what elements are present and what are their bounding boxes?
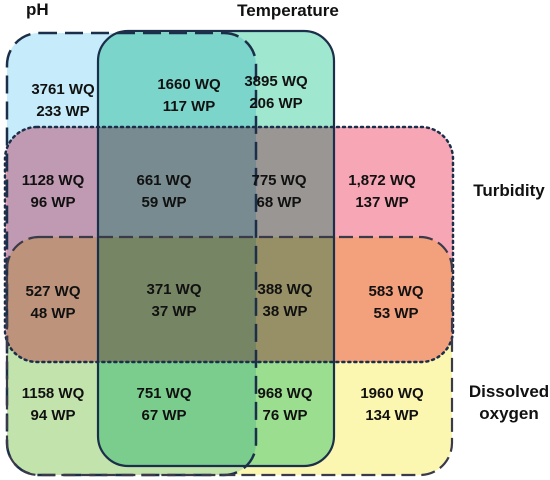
cell-wq-count: 1158 WQ — [22, 385, 85, 402]
cell-wp-count: 37 WP — [151, 303, 196, 320]
cell-wq-count: 3761 WQ — [31, 81, 95, 98]
cell-wp-count: 117 WP — [163, 98, 216, 115]
set-fills — [5, 31, 453, 475]
cell-wq-count: 371 WQ — [146, 281, 201, 298]
cell-wq-count: 583 WQ — [368, 283, 423, 300]
temperature-set-outline — [96, 29, 336, 468]
ph-set-label: pH — [26, 0, 49, 19]
cell-wq-count: 751 WQ — [136, 385, 191, 402]
cell-wp-count: 68 WP — [256, 194, 301, 211]
cell-wp-count: 53 WP — [373, 305, 418, 322]
cell-wq-count: 661 WQ — [136, 172, 191, 189]
cell-wq-count: 775 WQ — [251, 172, 306, 189]
dissolved-oxygen-set-label-line1: Dissolved — [469, 382, 549, 401]
cell-wp-count: 233 WP — [36, 103, 89, 120]
cell-wq-count: 388 WQ — [257, 281, 312, 298]
cell-wp-count: 76 WP — [262, 407, 307, 424]
dissolved-oxygen-set-label-line2: oxygen — [479, 404, 539, 423]
temperature-set-label: Temperature — [237, 1, 339, 20]
turbidity-set-outline — [3, 125, 455, 364]
cell-wp-count: 38 WP — [262, 303, 307, 320]
cell-wq-count: 1128 WQ — [22, 172, 85, 189]
cell-wq-count: 3895 WQ — [244, 73, 308, 90]
cell-wq-count: 1960 WQ — [360, 385, 424, 402]
cell-wp-count: 134 WP — [365, 407, 418, 424]
cell-wp-count: 137 WP — [355, 194, 408, 211]
cell-wq-count: 1,872 WQ — [348, 172, 416, 189]
cell-wp-count: 59 WP — [141, 194, 186, 211]
cell-wq-count: 527 WQ — [25, 283, 80, 300]
cell-wp-count: 96 WP — [30, 194, 75, 211]
cell-wq-count: 968 WQ — [257, 385, 312, 402]
turbidity-set-label: Turbidity — [473, 181, 545, 200]
turbidity-set-fill — [5, 127, 453, 362]
cell-wp-count: 94 WP — [30, 407, 75, 424]
dissolved-oxygen-set-outline — [5, 235, 454, 477]
cell-wp-count: 67 WP — [141, 407, 186, 424]
cell-wp-count: 48 WP — [30, 305, 75, 322]
cell-wp-count: 206 WP — [249, 95, 302, 112]
cell-wq-count: 1660 WQ — [157, 76, 221, 93]
